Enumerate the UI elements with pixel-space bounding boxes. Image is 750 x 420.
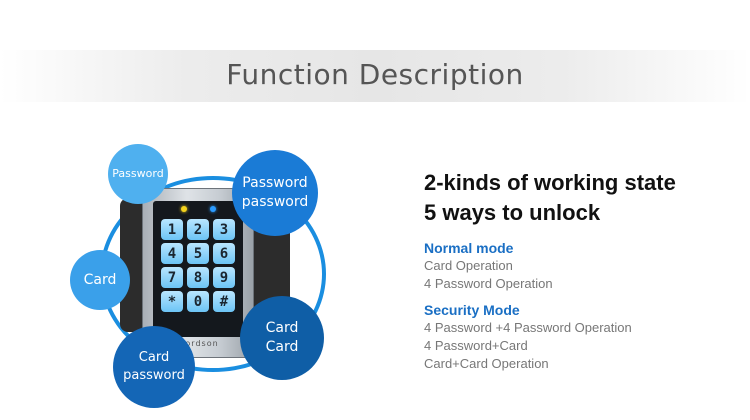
keypad-device: 1 2 3 4 5 6 7 8 9 * 0 # nordson [142,188,254,358]
normal-mode-item: 4 Password Operation [424,276,553,291]
key-2: 2 [187,219,209,240]
security-mode-section: Security Mode 4 Password +4 Password Ope… [424,301,632,373]
key-8: 8 [187,267,209,288]
status-led-blue [210,206,216,212]
headline: 2-kinds of working state 5 ways to unloc… [424,168,676,228]
bubble-password-password: Password password [232,150,318,236]
header-band [0,50,750,102]
bubble-label: Card Card [265,320,299,355]
key-1: 1 [161,219,183,240]
security-mode-item: Card+Card Operation [424,356,549,371]
key-4: 4 [161,243,183,264]
key-star: * [161,291,183,312]
key-0: 0 [187,291,209,312]
key-3: 3 [213,219,235,240]
brand-logo: nordson [179,339,219,348]
bubble-password: Password [108,144,168,204]
bubble-label: Card [83,271,117,288]
bubble-label: Password password [241,175,309,210]
normal-mode-item: Card Operation [424,258,513,273]
key-7: 7 [161,267,183,288]
key-hash: # [213,291,235,312]
headline-line-1: 2-kinds of working state [424,170,676,195]
normal-mode-title: Normal mode [424,240,514,256]
bubble-card: Card [70,250,130,310]
bubble-label: Card password [123,350,185,383]
bubble-label: Password [112,166,164,180]
bubble-card-card: Card Card [240,296,324,380]
page-title: Function Description [226,58,524,91]
keypad-grid: 1 2 3 4 5 6 7 8 9 * 0 # [161,219,235,312]
headline-line-2: 5 ways to unlock [424,200,601,225]
key-5: 5 [187,243,209,264]
key-6: 6 [213,243,235,264]
status-led-yellow [181,206,187,212]
normal-mode-section: Normal mode Card Operation 4 Password Op… [424,239,553,293]
security-mode-title: Security Mode [424,302,520,318]
keypad-panel: 1 2 3 4 5 6 7 8 9 * 0 # [153,201,243,337]
bubble-card-password: Card password [113,326,195,408]
security-mode-item: 4 Password +4 Password Operation [424,320,632,335]
security-mode-item: 4 Password+Card [424,338,528,353]
key-9: 9 [213,267,235,288]
